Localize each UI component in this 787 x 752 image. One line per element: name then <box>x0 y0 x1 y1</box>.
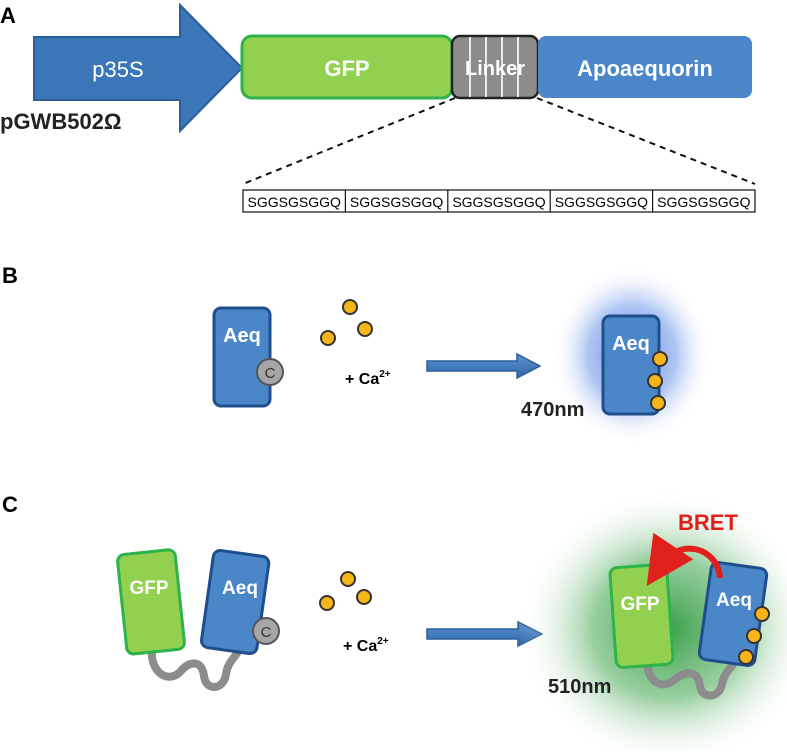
coelenterazine-b <box>256 358 284 386</box>
wavelength-label-b: 470nm <box>521 399 584 421</box>
bound-calcium-ion <box>746 628 762 644</box>
panel-b: B Aeq C + Ca2+ Aeq 470nm <box>2 263 712 445</box>
aeq-label-c: Aeq <box>222 578 258 599</box>
linker-squiggle-right <box>643 652 738 700</box>
bound-calcium-ion <box>652 351 668 367</box>
linker-box <box>450 34 540 100</box>
aeq-label-b-bound: Aeq <box>612 333 650 355</box>
ca-label-c: + Ca2+ <box>343 636 389 655</box>
bound-calcium-ion <box>647 373 663 389</box>
aeq-block-c <box>199 548 271 656</box>
calcium-ion <box>340 571 356 587</box>
calcium-ion <box>319 595 335 611</box>
apoaequorin-label: Apoaequorin <box>577 56 713 81</box>
vector-label: pGWB502Ω <box>0 109 122 134</box>
bret-arrow <box>646 532 723 586</box>
panel-a: A p35S GFP Linker Apoaequorin pGWB502Ω <box>0 2 756 213</box>
linker-repeat-3: SGGSGSGGQ <box>452 194 545 210</box>
linker-sequence: SGGSGSGGQ SGGSGSGGQ SGGSGSGGQ SGGSGSGGQ … <box>242 189 756 213</box>
linker-repeat-5: SGGSGSGGQ <box>657 194 750 210</box>
bound-calcium-ion <box>738 649 754 665</box>
panel-c: C GFP Aeq C + Ca2+ GFP <box>2 488 787 752</box>
bret-label: BRET <box>678 510 738 535</box>
gfp-label-c-bound: GFP <box>620 594 659 615</box>
calcium-ion <box>356 589 372 605</box>
bound-calcium-ion <box>650 395 666 411</box>
zoom-line-left <box>242 97 456 185</box>
linker-repeat-1: SGGSGSGGQ <box>248 194 341 210</box>
linker-squiggle-left <box>147 646 242 691</box>
calcium-ion <box>342 299 358 315</box>
aeq-label-b: Aeq <box>223 325 261 347</box>
gfp-block-c <box>116 548 186 656</box>
aeq-label-c-bound: Aeq <box>716 590 752 611</box>
calcium-ion <box>357 321 373 337</box>
calcium-ion <box>320 330 336 346</box>
linker-label: Linker <box>465 58 525 80</box>
coelenterazine-label-c: C <box>261 624 272 641</box>
reaction-arrow-b <box>426 352 542 380</box>
bound-calcium-ion <box>754 606 770 622</box>
gfp-block-c-bound <box>608 563 675 669</box>
gfp-label: GFP <box>324 56 369 81</box>
promoter-arrow <box>33 2 244 134</box>
aeq-block-b-bound <box>601 314 661 416</box>
aeq-block-b <box>212 306 272 408</box>
promoter-label: p35S <box>92 57 143 82</box>
panel-c-label: C <box>2 492 18 517</box>
zoom-line-right <box>536 97 756 185</box>
apoaequorin-box <box>538 36 752 98</box>
panel-a-label: A <box>0 3 16 28</box>
panel-b-label: B <box>2 263 18 288</box>
coelenterazine-c <box>252 617 280 645</box>
wavelength-label-c: 510nm <box>548 676 611 698</box>
ca-label-b: + Ca2+ <box>345 369 391 388</box>
linker-repeat-2: SGGSGSGGQ <box>350 194 443 210</box>
linker-repeat-4: SGGSGSGGQ <box>555 194 648 210</box>
gfp-label-c: GFP <box>129 578 168 599</box>
coelenterazine-label-b: C <box>265 365 276 382</box>
